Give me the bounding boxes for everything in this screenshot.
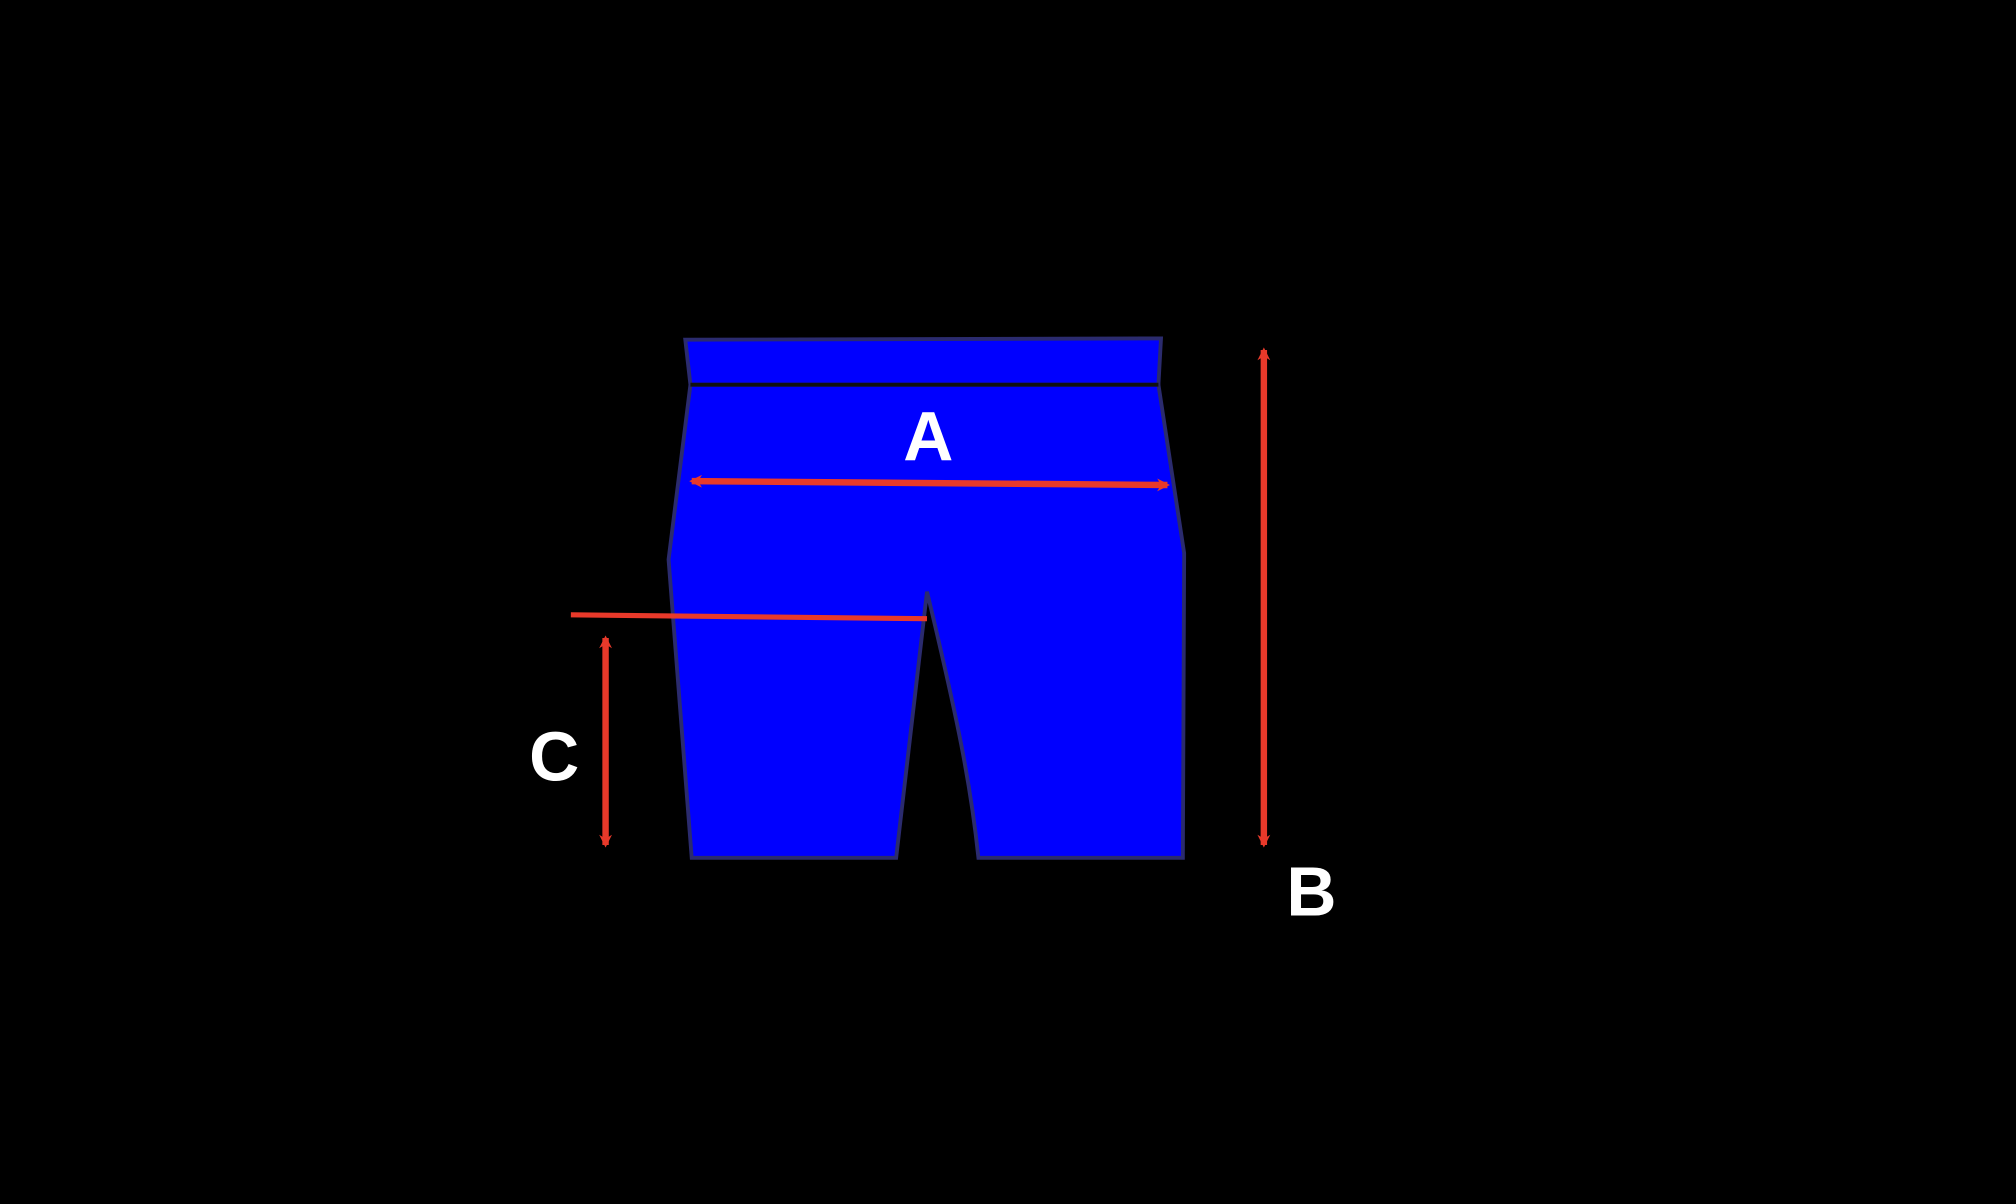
inseam-reference-line (570, 612, 928, 622)
label-b: B (1286, 853, 1336, 931)
shorts-body (666, 382, 1187, 860)
shorts-waistband (683, 336, 1164, 387)
label-c: C (529, 718, 579, 796)
measure-a-arrow (689, 474, 1170, 492)
label-a: A (903, 398, 953, 476)
